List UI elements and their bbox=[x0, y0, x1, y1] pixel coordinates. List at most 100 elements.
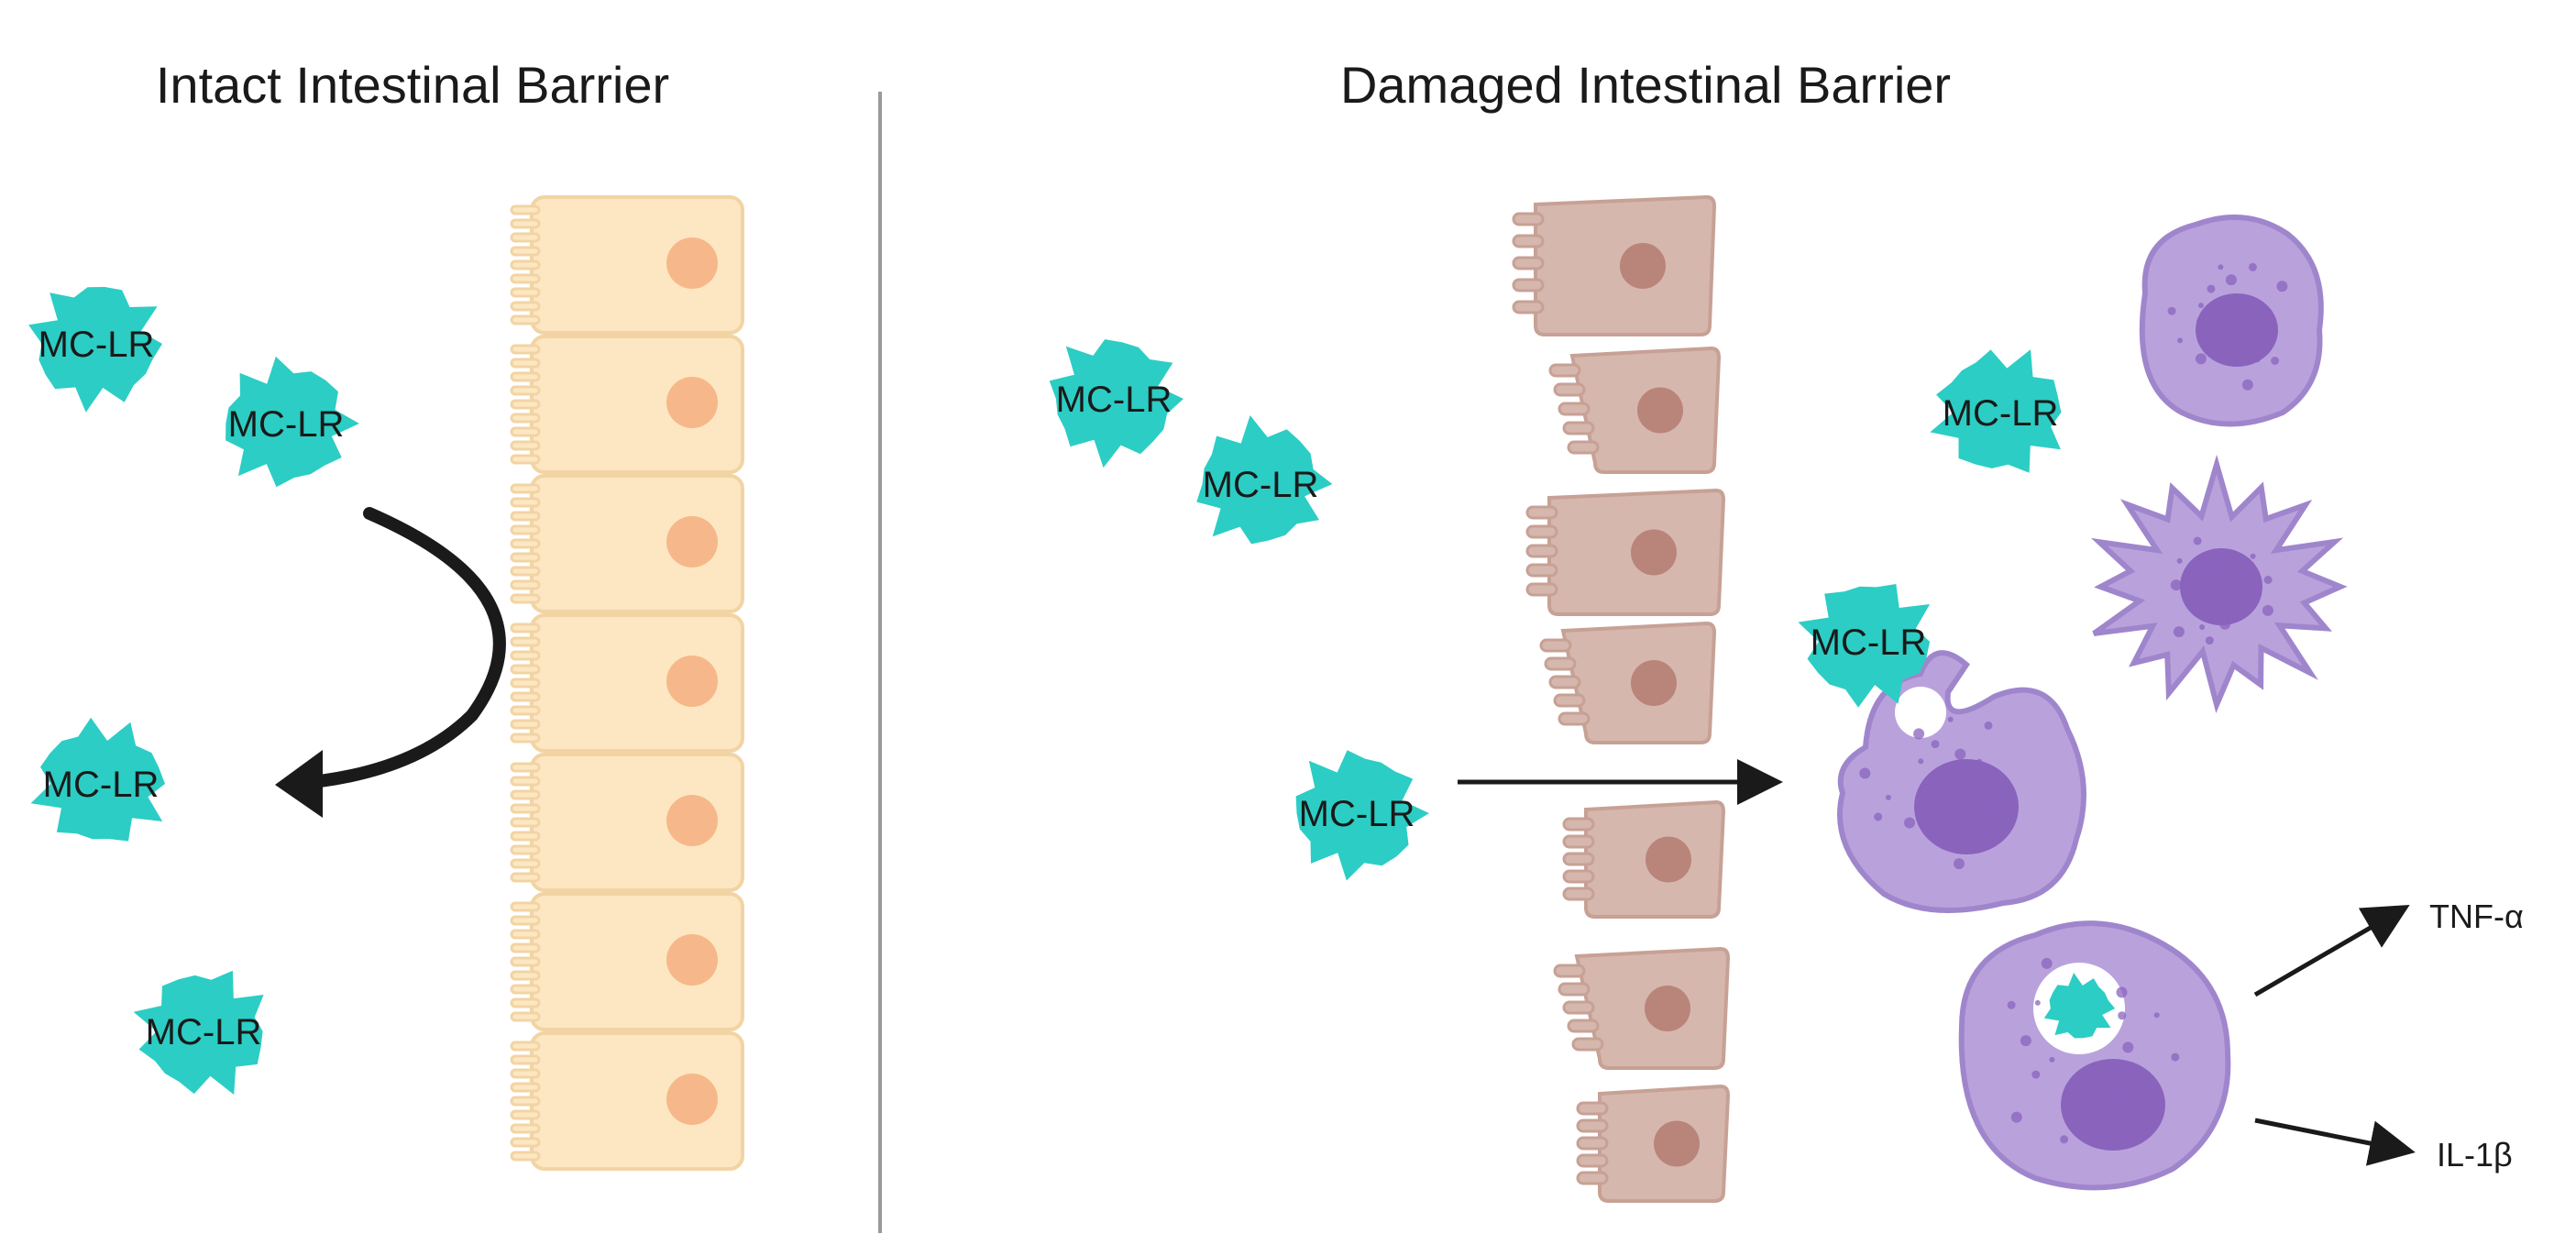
toxin-mc-lr: MC-LR bbox=[28, 287, 162, 413]
granule-dot bbox=[1991, 836, 2000, 845]
granule-dot bbox=[1885, 794, 1891, 800]
macrophage-nucleus bbox=[2196, 293, 2278, 367]
damaged-toxins: MC-LR MC-LR MC-LR MC-LR MC-LR bbox=[1049, 339, 2116, 1039]
intact-epithelial-cell bbox=[510, 474, 744, 613]
toxin-blob-icon bbox=[133, 970, 264, 1095]
toxin-mc-lr: MC-LR bbox=[1295, 750, 1429, 881]
toxin-mc-lr: MC-LR bbox=[1049, 339, 1183, 468]
toxin-mc-lr: MC-LR bbox=[1930, 349, 2062, 473]
granule-dot bbox=[1913, 728, 1925, 740]
damaged-epithelial-cell bbox=[1562, 799, 1726, 919]
granule-dot bbox=[2271, 357, 2280, 365]
damaged-epithelial-cell bbox=[1525, 488, 1726, 616]
granule-dot bbox=[1918, 758, 1924, 765]
granule-dot bbox=[2236, 606, 2245, 615]
granule-dot bbox=[2117, 1094, 2126, 1103]
toxin-mc-lr: MC-LR bbox=[1196, 415, 1333, 545]
engulfed-toxin bbox=[2043, 973, 2116, 1039]
toxin-label: MC-LR bbox=[1056, 380, 1172, 420]
granule-dot bbox=[2262, 604, 2273, 616]
granule-dot bbox=[1933, 827, 1943, 835]
granule-dot bbox=[2087, 1110, 2099, 1122]
toxin-label: MC-LR bbox=[228, 404, 345, 445]
granule-dot bbox=[2276, 281, 2288, 292]
toxin-blob-icon bbox=[1049, 339, 1183, 468]
granule-dot bbox=[2031, 1070, 2041, 1079]
toxin-blob-icon bbox=[1798, 584, 1931, 708]
damaged-panel-title: Damaged Intestinal Barrier bbox=[1340, 56, 1951, 114]
granule-dot bbox=[2196, 316, 2207, 328]
toxin-blob-icon bbox=[1295, 750, 1429, 881]
granule-dot bbox=[2108, 1129, 2115, 1136]
granule-dot bbox=[1988, 777, 1998, 787]
granule-dot bbox=[2173, 626, 2185, 638]
granule-dot bbox=[2197, 303, 2204, 309]
toxin-label: MC-LR bbox=[1943, 393, 2059, 434]
granule-dot bbox=[2010, 1111, 2022, 1123]
damaged-epithelium bbox=[1512, 194, 1731, 1203]
cytokine-tnf-label: TNF-α bbox=[2429, 898, 2524, 935]
granule-dot bbox=[2226, 602, 2232, 609]
granule-dot bbox=[2225, 274, 2237, 286]
intact-epithelial-cell bbox=[510, 335, 744, 474]
damaged-epithelial-cell bbox=[1576, 1084, 1731, 1203]
intact-epithelial-cell bbox=[510, 613, 744, 753]
toxin-label: MC-LR bbox=[1203, 465, 1319, 505]
granule-dot bbox=[2118, 1011, 2127, 1020]
granule-dot bbox=[2262, 330, 2274, 342]
damaged-epithelial-cell bbox=[1512, 194, 1717, 336]
granule-dot bbox=[2041, 957, 2053, 969]
toxin-blob-icon bbox=[28, 287, 162, 413]
toxin-blob-icon bbox=[1196, 415, 1333, 545]
cytokine-il1b-label: IL-1β bbox=[2437, 1136, 2513, 1173]
granule-dot bbox=[2199, 624, 2206, 630]
macrophage-nucleus bbox=[1914, 759, 2019, 854]
toxin-label: MC-LR bbox=[1811, 622, 1927, 663]
deflection-arrowhead-icon bbox=[275, 750, 323, 818]
granule-dot bbox=[2250, 553, 2256, 559]
toxin-blob-icon bbox=[226, 356, 359, 488]
macrophage-nucleus bbox=[2180, 548, 2262, 625]
granule-dot bbox=[1947, 716, 1954, 722]
granule-dot bbox=[2241, 379, 2253, 391]
granule-dot bbox=[2060, 1135, 2069, 1144]
granule-dot bbox=[2248, 262, 2257, 271]
intact-epithelial-cell bbox=[510, 1031, 744, 1171]
intact-toxins: MC-LR MC-LR MC-LR MC-LR bbox=[28, 287, 359, 1095]
granule-dot bbox=[1984, 721, 1993, 730]
granule-dot bbox=[2049, 1056, 2055, 1063]
toxin-mc-lr: MC-LR bbox=[30, 717, 165, 842]
granule-dot bbox=[2122, 1041, 2134, 1053]
granule-dot bbox=[2116, 986, 2128, 998]
macrophage-activated bbox=[2090, 454, 2348, 713]
intact-epithelial-cell bbox=[510, 753, 744, 892]
granule-dot bbox=[2195, 353, 2207, 365]
toxin-label: MC-LR bbox=[39, 325, 155, 365]
cytokine-macrophage-icon bbox=[1958, 920, 2231, 1191]
granule-dot bbox=[2212, 556, 2218, 563]
macrophage-resting bbox=[2139, 215, 2324, 427]
granule-dot bbox=[1932, 810, 1938, 816]
granule-dot bbox=[2190, 591, 2196, 598]
granule-dot bbox=[1931, 740, 1940, 749]
granule-dot bbox=[1859, 767, 1871, 779]
granule-dot bbox=[2009, 800, 2016, 807]
granule-dot bbox=[1904, 817, 1915, 829]
toxin-label: MC-LR bbox=[43, 765, 160, 805]
granule-dot bbox=[1874, 812, 1883, 821]
granule-dot bbox=[2153, 1012, 2160, 1019]
granule-dot bbox=[2171, 1052, 2180, 1062]
granule-dot bbox=[2177, 337, 2183, 344]
toxin-blob-icon bbox=[30, 717, 165, 842]
macrophage-cytokine-releasing bbox=[1958, 920, 2231, 1191]
granule-dot bbox=[2251, 318, 2256, 324]
toxin-label: MC-LR bbox=[1299, 794, 1415, 834]
granule-dot bbox=[2184, 575, 2193, 584]
toxin-mc-lr: MC-LR bbox=[226, 356, 359, 488]
granule-dot bbox=[2261, 308, 2270, 317]
granule-dot bbox=[2170, 579, 2182, 591]
granule-dot bbox=[1987, 803, 1998, 815]
granule-dot bbox=[1954, 858, 1965, 870]
granule-dot bbox=[2242, 564, 2254, 576]
